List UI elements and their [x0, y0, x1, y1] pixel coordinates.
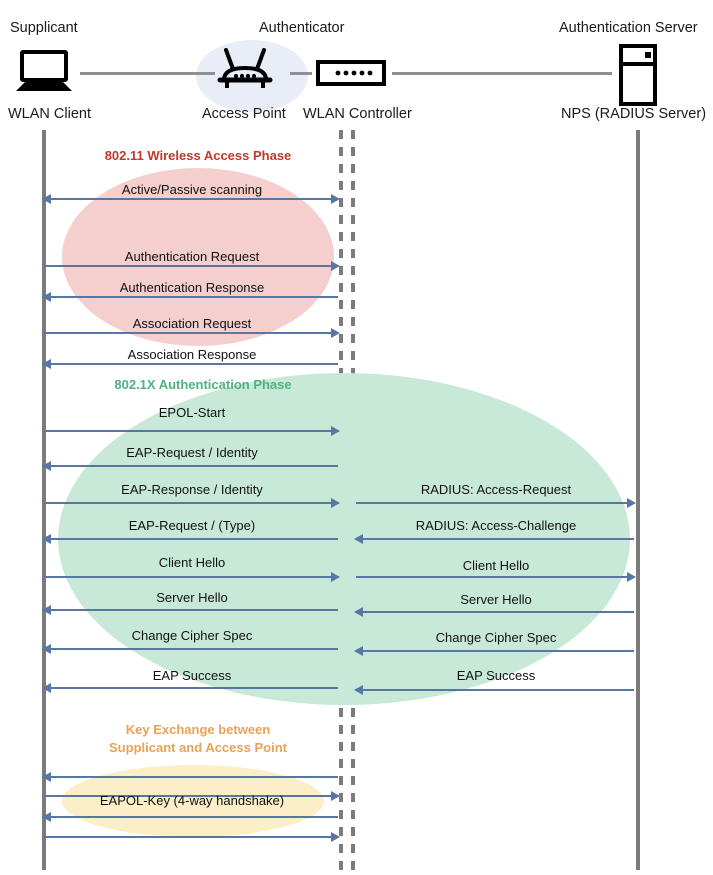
wire-controller-to-server [392, 72, 612, 75]
message-label: Authentication Response [119, 280, 265, 295]
message-label: Client Hello [158, 555, 226, 570]
arrowhead-right-icon [331, 791, 340, 801]
message-label: Client Hello [462, 558, 530, 573]
arrowhead-left-icon [354, 534, 363, 544]
phase-80211-ellipse [62, 168, 334, 346]
message-label: EAP-Response / Identity [121, 482, 263, 497]
actor-role-authentication-server: Authentication Server [559, 20, 698, 36]
arrowhead-left-icon [42, 772, 51, 782]
message-line [356, 502, 628, 504]
arrowhead-left-icon [42, 359, 51, 369]
lifeline-authentication-server [636, 130, 640, 870]
message-line [50, 465, 338, 467]
message-line [44, 430, 332, 432]
phase-8021x-caption: 802.1X Authentication Phase [114, 377, 292, 392]
message-label: RADIUS: Access-Request [420, 482, 572, 497]
message-line [50, 609, 338, 611]
message-label: EPOL-Start [158, 405, 226, 420]
message-line [356, 576, 628, 578]
phase-key-exchange-caption: Key Exchange between Supplicant and Acce… [109, 722, 287, 755]
arrowhead-left-icon [42, 812, 51, 822]
arrowhead-left-icon [354, 646, 363, 656]
message-line [50, 198, 338, 200]
message-label: Change Cipher Spec [131, 628, 253, 643]
message-line [362, 650, 634, 652]
message-label: Active/Passive scanning [121, 182, 263, 197]
wire-ap-to-controller [290, 72, 312, 75]
message-label: Association Response [127, 347, 257, 362]
message-label: Authentication Request [124, 249, 260, 264]
server-icon [618, 44, 658, 106]
message-line [44, 576, 332, 578]
actor-role-authenticator: Authenticator [259, 20, 345, 36]
message-line [50, 538, 338, 540]
message-line [50, 816, 338, 818]
arrowhead-right-icon [331, 498, 340, 508]
message-line [50, 687, 338, 689]
message-line [44, 265, 332, 267]
arrowhead-right-icon [627, 498, 636, 508]
message-label: Server Hello [156, 590, 228, 605]
laptop-icon [12, 50, 76, 94]
phase-80211-caption: 802.11 Wireless Access Phase [104, 148, 292, 163]
access-point-icon [214, 46, 276, 94]
message-label: EAP-Request / Identity [126, 445, 258, 460]
message-line [362, 538, 634, 540]
arrowhead-right-icon [331, 194, 340, 204]
message-line [44, 502, 332, 504]
message-line [362, 689, 634, 691]
arrowhead-right-icon [331, 426, 340, 436]
arrowhead-left-icon [42, 292, 51, 302]
arrowhead-right-icon [627, 572, 636, 582]
message-line [50, 296, 338, 298]
message-line [44, 836, 332, 838]
message-label: Server Hello [460, 592, 532, 607]
message-line [50, 776, 338, 778]
message-label: RADIUS: Access-Challenge [415, 518, 577, 533]
wlan-controller-icon [316, 60, 386, 86]
arrowhead-left-icon [42, 534, 51, 544]
arrowhead-right-icon [331, 572, 340, 582]
arrowhead-left-icon [42, 194, 51, 204]
actor-device-wlan-controller: WLAN Controller [303, 106, 412, 122]
message-line [362, 611, 634, 613]
message-label: EAP-Request / (Type) [128, 518, 256, 533]
arrowhead-left-icon [42, 683, 51, 693]
message-line [44, 332, 332, 334]
message-label: EAP Success [152, 668, 232, 683]
arrowhead-right-icon [331, 328, 340, 338]
actor-device-access-point: Access Point [202, 106, 286, 122]
message-line [50, 363, 338, 365]
wire-client-to-ap [80, 72, 215, 75]
actor-device-wlan-client: WLAN Client [8, 106, 91, 122]
arrowhead-left-icon [354, 685, 363, 695]
message-line [50, 648, 338, 650]
actor-device-nps-radius-server: NPS (RADIUS Server) [561, 106, 707, 122]
arrowhead-right-icon [331, 832, 340, 842]
message-label: EAP Success [456, 668, 536, 683]
message-line [44, 795, 332, 797]
arrowhead-right-icon [331, 261, 340, 271]
arrowhead-left-icon [354, 607, 363, 617]
arrowhead-left-icon [42, 605, 51, 615]
arrowhead-left-icon [42, 461, 51, 471]
message-label: Change Cipher Spec [435, 630, 557, 645]
message-label: EAPOL-Key (4-way handshake) [99, 793, 285, 808]
actor-role-supplicant: Supplicant [10, 20, 78, 36]
arrowhead-left-icon [42, 644, 51, 654]
message-label: Association Request [132, 316, 252, 331]
lifeline-supplicant [42, 130, 46, 870]
